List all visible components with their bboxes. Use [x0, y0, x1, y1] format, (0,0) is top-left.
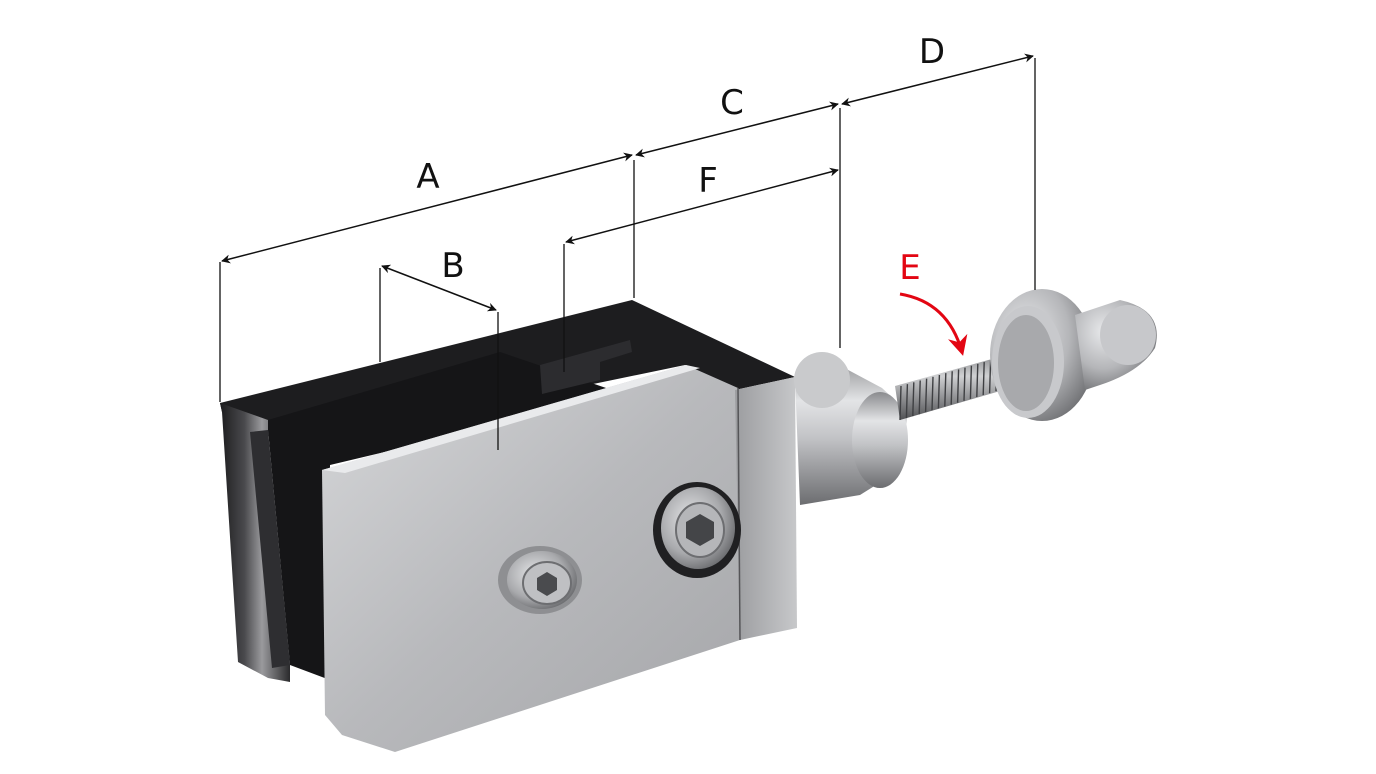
thread-ridge	[905, 384, 909, 419]
dimension-c	[635, 101, 839, 158]
thread-ridge	[912, 382, 915, 417]
thread-ridge	[931, 376, 934, 411]
front-plate-top-edge	[322, 365, 700, 473]
dimension-b	[381, 264, 497, 312]
label-e: E	[899, 248, 920, 288]
dimension-f	[565, 167, 839, 245]
thread-ridge	[937, 374, 941, 409]
thread-ridge	[988, 360, 992, 394]
dimension-d	[841, 53, 1034, 107]
end-block-seam	[737, 387, 741, 641]
thread-ridge	[899, 385, 902, 421]
cap-nut	[990, 289, 1157, 421]
thread-ridge	[963, 367, 966, 401]
thread-ridge	[950, 371, 953, 405]
large-hex-screw	[653, 482, 741, 578]
thread-ridge	[956, 369, 960, 403]
glass-slot	[268, 352, 612, 680]
back-plate-inner	[250, 430, 290, 668]
clamp-top-step	[540, 340, 632, 394]
thread-ridge	[976, 363, 979, 397]
hex-socket-icon	[537, 572, 557, 596]
label-a: A	[416, 157, 439, 197]
thread-ridge	[918, 380, 921, 415]
label-c: C	[720, 83, 744, 123]
thread-ridge	[924, 378, 928, 413]
end-block	[735, 377, 797, 640]
small-hex-screw	[498, 546, 582, 614]
thread-ridge	[982, 362, 985, 396]
dimension-a	[221, 152, 633, 264]
label-f: F	[698, 161, 718, 201]
label-d: D	[919, 32, 945, 72]
thread-ridge	[944, 373, 947, 407]
spacer-cylinder	[794, 352, 908, 505]
pointer-arrow-e	[899, 292, 968, 356]
thread-ridge	[969, 365, 973, 399]
hex-socket-icon	[686, 514, 714, 546]
dimension-arrows	[221, 53, 1034, 312]
label-b: B	[441, 246, 464, 286]
